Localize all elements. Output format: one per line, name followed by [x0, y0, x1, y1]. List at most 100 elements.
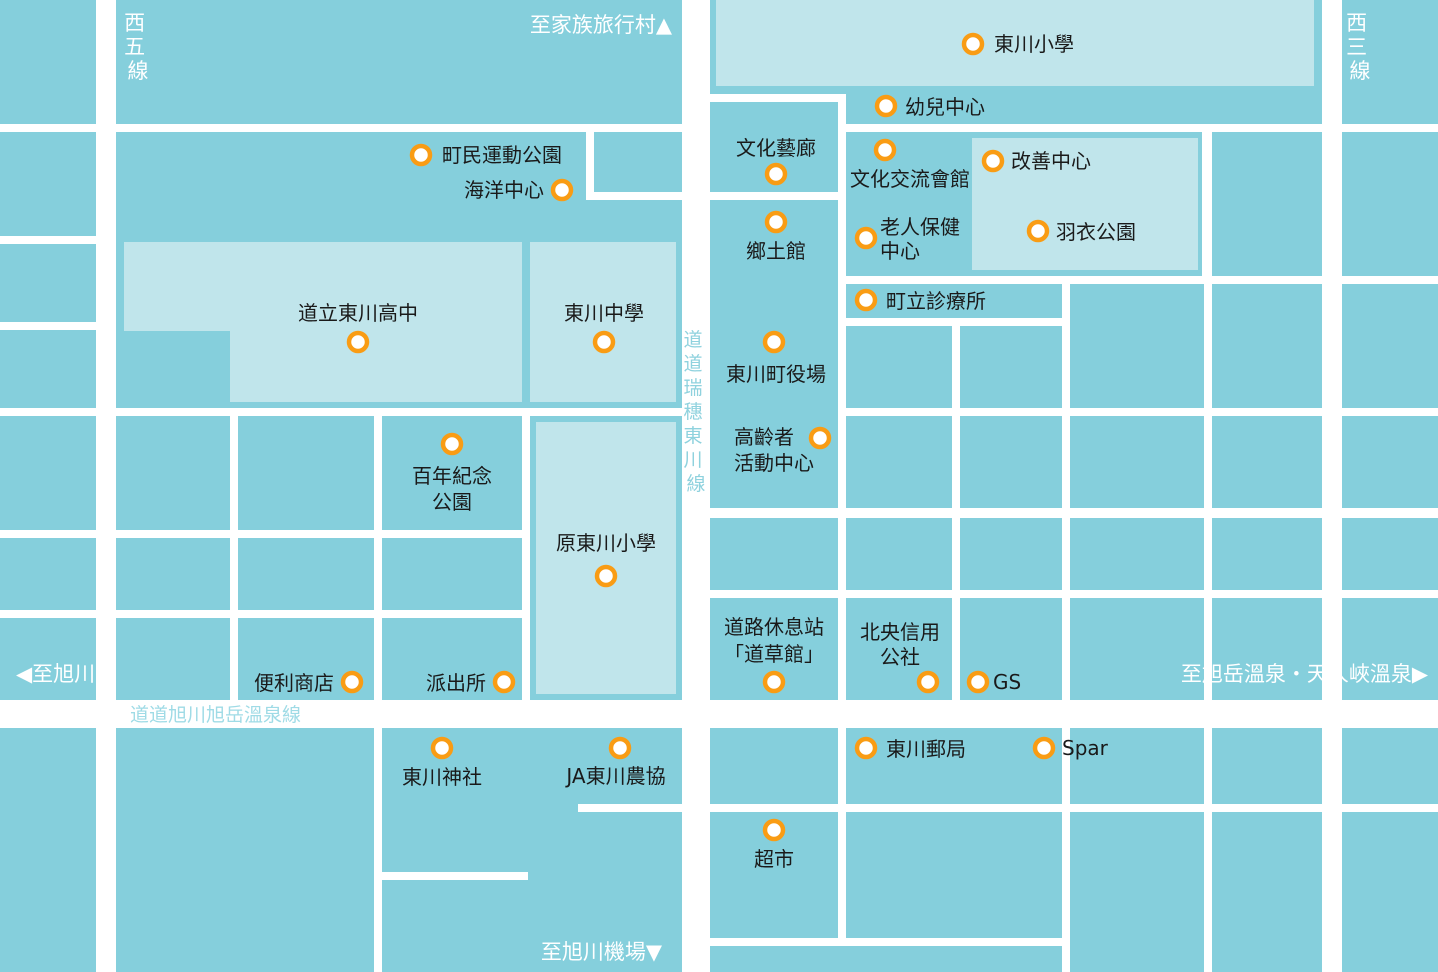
- block: [846, 812, 1062, 938]
- poi-marker[interactable]: [608, 736, 632, 760]
- poi-marker[interactable]: [1032, 736, 1056, 760]
- poi-marker[interactable]: [762, 670, 786, 694]
- block: [1070, 518, 1204, 590]
- poi-marker[interactable]: [854, 736, 878, 760]
- block: [710, 728, 838, 804]
- label-folk-museum: 鄉土館: [746, 239, 806, 263]
- block: [1212, 728, 1322, 804]
- poi-marker[interactable]: [1026, 219, 1050, 243]
- label-hagoromo-park: 羽衣公園: [1056, 220, 1136, 244]
- label-kindergarten: 幼兒中心: [905, 95, 985, 119]
- label-senior-center-1: 高齡者: [734, 425, 794, 449]
- poi-marker[interactable]: [873, 138, 897, 162]
- block: [1212, 416, 1322, 508]
- poi-marker[interactable]: [764, 162, 788, 186]
- block: [116, 728, 374, 972]
- poi-marker[interactable]: [346, 330, 370, 354]
- road-label-char: 穗: [683, 401, 702, 423]
- label-supermarket: 超市: [754, 847, 794, 871]
- block: [382, 538, 522, 610]
- poi-marker[interactable]: [764, 210, 788, 234]
- block: [1070, 284, 1204, 408]
- label-town-park: 町民運動公園: [442, 143, 562, 167]
- poi-marker[interactable]: [762, 330, 786, 354]
- poi-marker[interactable]: [340, 670, 364, 694]
- poi-marker[interactable]: [981, 149, 1005, 173]
- road-label-asahidake-line: 道道旭川旭岳溫泉線: [130, 704, 301, 726]
- poi-marker[interactable]: [762, 818, 786, 842]
- label-gas-station: GS: [993, 670, 1021, 694]
- block: [1212, 812, 1322, 972]
- poi-marker[interactable]: [550, 178, 574, 202]
- direction-to-onsen: 至旭岳溫泉・天人峽溫泉▶: [1181, 662, 1429, 686]
- label-post-office: 東川郵局: [886, 737, 966, 761]
- block: [0, 416, 96, 530]
- block: [1342, 132, 1438, 276]
- block: [116, 618, 230, 700]
- block: [846, 728, 1062, 804]
- poi-marker[interactable]: [440, 432, 464, 456]
- block: [846, 326, 952, 408]
- block: [1212, 598, 1322, 700]
- road-label-char: 線: [1350, 59, 1371, 83]
- road-label-char: 東: [683, 425, 702, 447]
- block: [238, 416, 374, 530]
- poi-marker[interactable]: [492, 670, 516, 694]
- high-school-grounds: [124, 242, 522, 402]
- poi-marker[interactable]: [854, 288, 878, 312]
- label-roadside-station-2: 「道草館」: [724, 642, 824, 666]
- road-labels: 西 五 線 西 三 線 道 道 瑞 穗 東 川 線 道道旭川旭岳溫泉線: [124, 11, 1371, 726]
- poi-marker[interactable]: [808, 426, 832, 450]
- label-elder-health-center-2: 中心: [880, 239, 920, 263]
- label-senior-center-2: 活動中心: [734, 451, 814, 475]
- road-label-char: 西: [1346, 11, 1367, 35]
- block: [116, 0, 682, 124]
- label-culture-gallery: 文化藝廊: [736, 136, 816, 160]
- label-middle-school: 東川中學: [564, 301, 644, 325]
- block: [960, 518, 1062, 590]
- block: [0, 330, 96, 408]
- poi-marker[interactable]: [916, 670, 940, 694]
- poi-marker[interactable]: [874, 94, 898, 118]
- road-label-char: 川: [683, 449, 702, 471]
- block: [710, 200, 838, 508]
- block: [1342, 518, 1438, 590]
- block: [1342, 416, 1438, 508]
- block: [0, 132, 96, 236]
- middle-school-grounds: [530, 242, 676, 402]
- block: [0, 538, 96, 610]
- poi-marker[interactable]: [961, 32, 985, 56]
- poi-marker[interactable]: [594, 564, 618, 588]
- poi-marker[interactable]: [966, 670, 990, 694]
- block: [710, 946, 1062, 972]
- label-town-office: 東川町役場: [726, 362, 826, 386]
- road-label-char: 道: [683, 329, 702, 351]
- road-label-char: 道: [683, 353, 702, 375]
- block: [0, 618, 96, 700]
- block: [846, 284, 1062, 318]
- block: [960, 416, 1062, 508]
- road-label-char: 瑞: [683, 377, 702, 399]
- block: [846, 518, 952, 590]
- block: [594, 132, 682, 192]
- poi-marker[interactable]: [592, 330, 616, 354]
- block: [960, 326, 1062, 408]
- block: [1342, 598, 1438, 700]
- road-label-char: 五: [124, 35, 145, 59]
- block: [1342, 812, 1438, 972]
- poi-marker[interactable]: [854, 226, 878, 250]
- label-police-box: 派出所: [426, 671, 486, 695]
- road-label-char: 三: [1346, 35, 1367, 59]
- label-centennial-park-2: 公園: [432, 490, 472, 514]
- block: [382, 728, 682, 972]
- block: [1342, 0, 1438, 124]
- label-clinic: 町立診療所: [886, 289, 986, 313]
- label-spar: Spar: [1062, 736, 1109, 760]
- poi-marker[interactable]: [409, 143, 433, 167]
- poi-marker[interactable]: [430, 736, 454, 760]
- road-label-char: 線: [686, 473, 705, 495]
- block: [116, 416, 230, 530]
- block: [1212, 284, 1322, 408]
- block: [0, 244, 96, 322]
- block: [238, 538, 374, 610]
